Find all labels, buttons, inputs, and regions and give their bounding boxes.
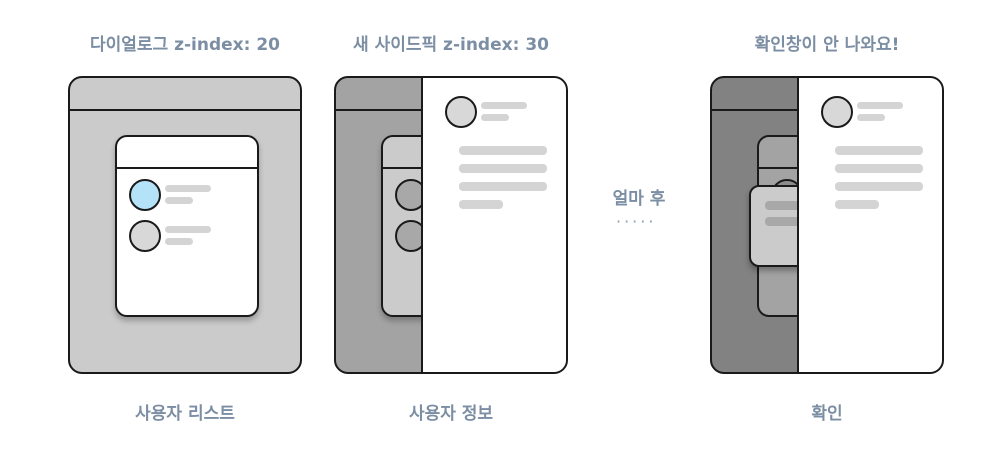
profile-avatar xyxy=(445,96,477,128)
confirm-missing-label: 확인창이 안 나와요! xyxy=(754,35,900,55)
user-name-line xyxy=(165,226,211,233)
profile-name-line xyxy=(857,102,903,109)
after-a-while-label: 얼마 후 xyxy=(612,189,666,209)
detail-line xyxy=(459,182,547,191)
screen-header-divider xyxy=(70,109,300,111)
profile-meta-line xyxy=(481,114,509,121)
confirm-caption: 확인 xyxy=(811,404,843,424)
detail-line xyxy=(459,200,503,209)
confirm-text-line xyxy=(765,201,825,210)
side-pick-sheet xyxy=(797,78,942,372)
detail-line xyxy=(835,200,879,209)
user-meta-line xyxy=(165,238,193,245)
profile-name-line xyxy=(481,102,527,109)
dialog-zindex-label: 다이얼로그 z-index: 20 xyxy=(89,35,281,55)
detail-line xyxy=(835,182,923,191)
sidepick-zindex-label: 새 사이드픽 z-index: 30 xyxy=(353,35,549,55)
user-list-dialog xyxy=(115,135,259,317)
confirm-screen xyxy=(710,76,944,374)
side-pick-sheet xyxy=(421,78,566,372)
ellipsis-dots: ····· xyxy=(616,212,657,231)
confirm-text-line xyxy=(765,217,825,226)
selected-user-avatar[interactable] xyxy=(129,179,161,211)
user-list-caption: 사용자 리스트 xyxy=(135,404,235,424)
profile-avatar xyxy=(821,96,853,128)
user-meta-line xyxy=(165,197,193,204)
user-info-screen xyxy=(334,76,568,374)
user-avatar[interactable] xyxy=(129,220,161,252)
detail-line xyxy=(835,164,923,173)
profile-meta-line xyxy=(857,114,885,121)
user-name-line xyxy=(165,185,211,192)
dialog-header-divider xyxy=(117,167,257,169)
detail-line xyxy=(835,146,923,155)
detail-line xyxy=(459,164,547,173)
user-list-screen xyxy=(68,76,302,374)
detail-line xyxy=(459,146,547,155)
user-info-caption: 사용자 정보 xyxy=(408,404,494,424)
